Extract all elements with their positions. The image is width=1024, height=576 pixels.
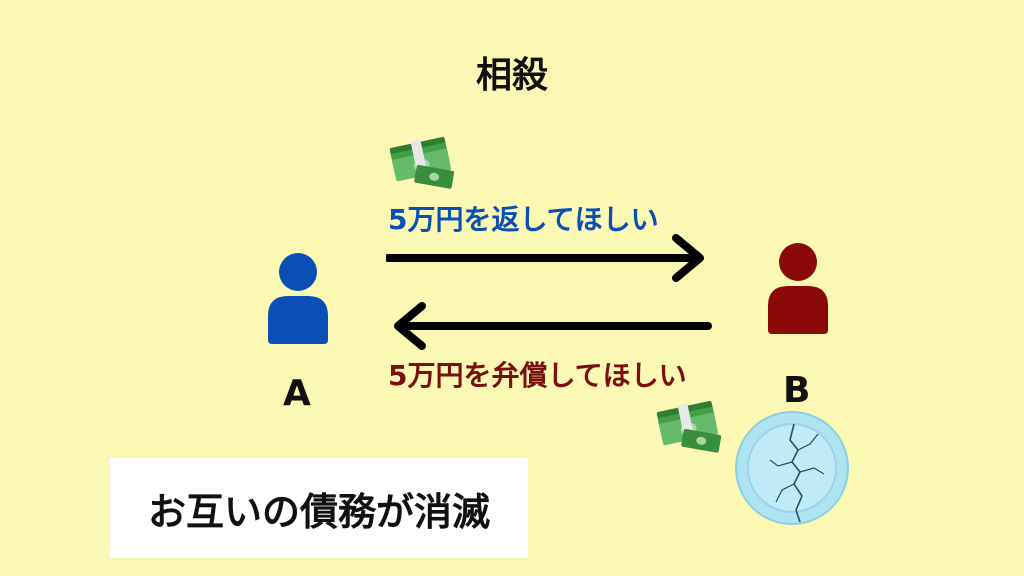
diagram-title: 相殺	[475, 55, 548, 96]
conclusion-box: お互いの債務が消滅	[110, 458, 528, 558]
conclusion-text: お互いの債務が消滅	[147, 489, 490, 534]
arrow-right-icon	[386, 234, 704, 282]
person-b-label: B	[783, 370, 811, 411]
money-stack-icon	[656, 400, 722, 453]
broken-plate-icon	[735, 411, 849, 525]
money-stack-icon	[389, 136, 455, 189]
person-a-icon	[268, 253, 328, 344]
arrow-left-icon	[394, 302, 712, 350]
bottom-message: 5万円を弁償してほしい	[388, 359, 687, 392]
top-message: 5万円を返してほしい	[388, 203, 659, 236]
person-b-icon	[768, 243, 828, 334]
person-a-label: A	[283, 373, 311, 414]
